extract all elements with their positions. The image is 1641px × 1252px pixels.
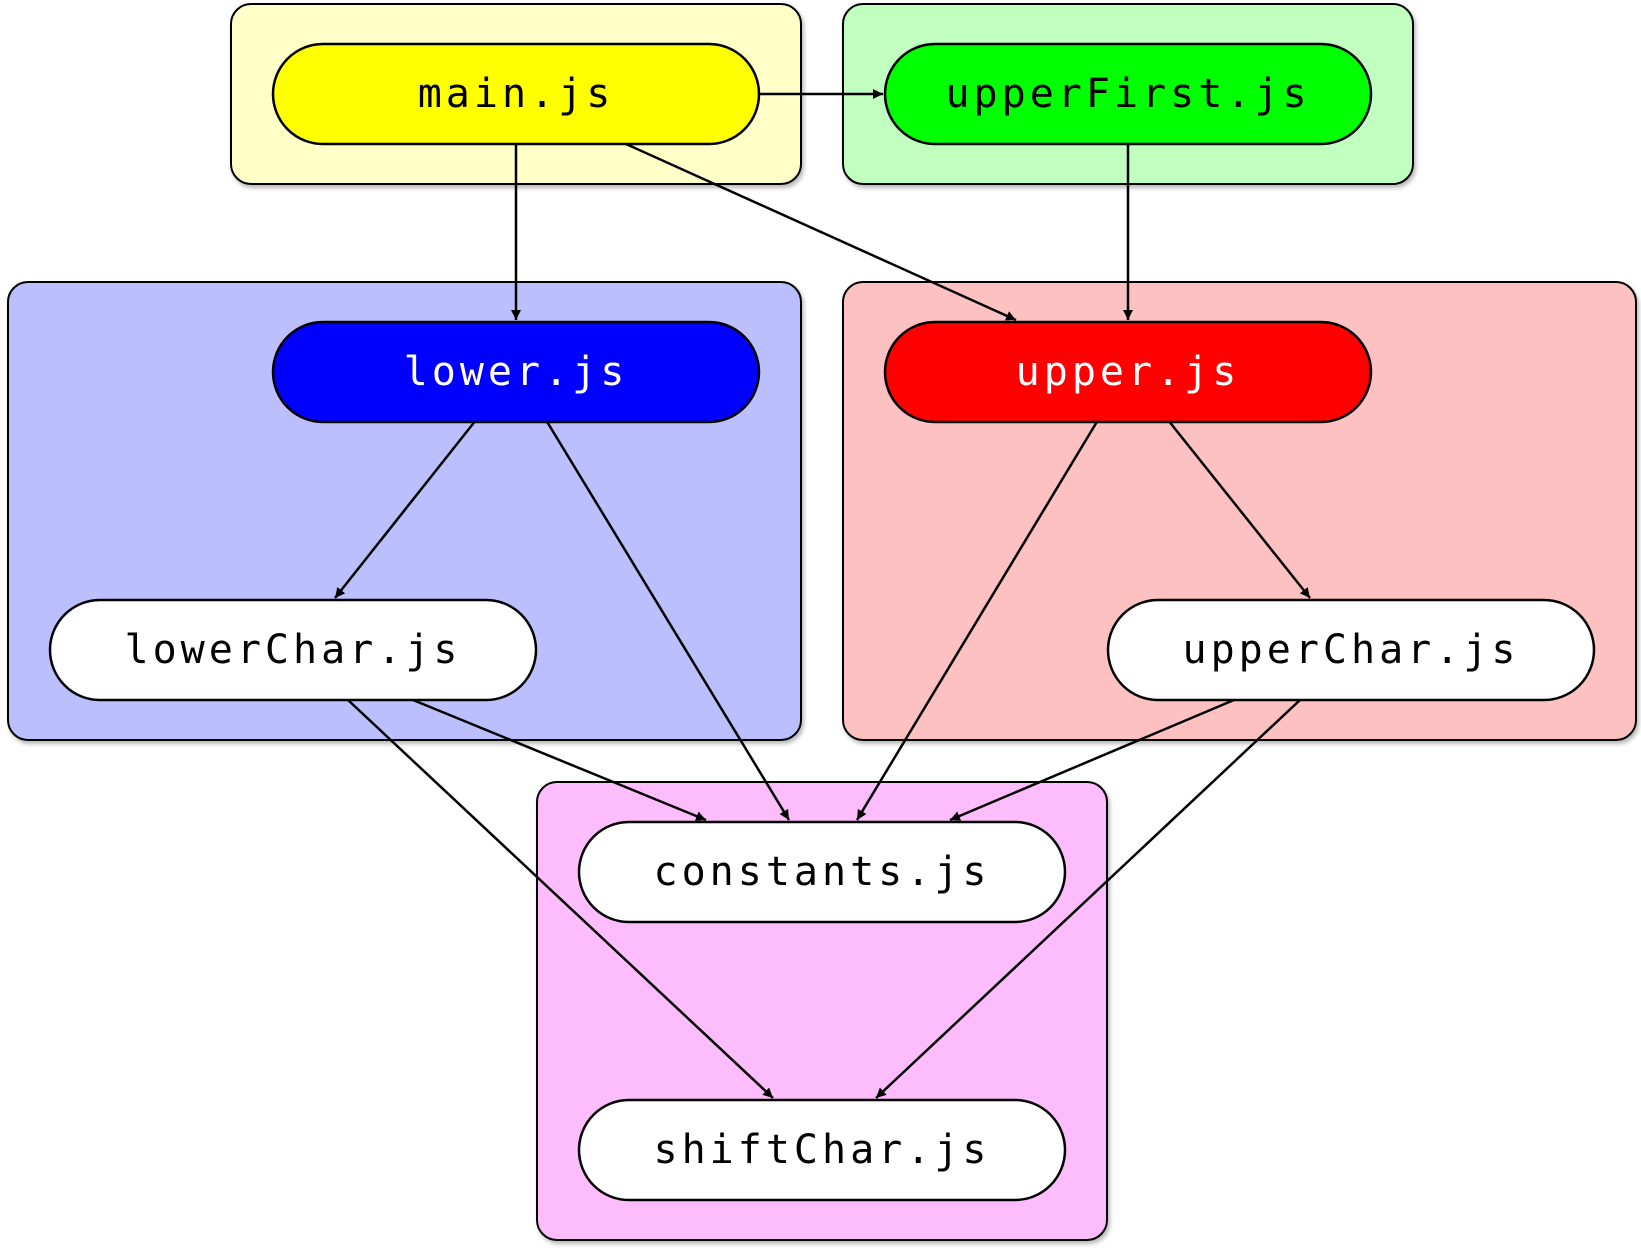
edge-upper-to-constants	[855, 419, 1100, 821]
edge-lower-to-constants	[544, 419, 791, 821]
node-constants-label: constants.js	[654, 849, 991, 895]
edge-main-to-upper	[625, 142, 1017, 322]
node-upper[interactable]: upper.js	[883, 320, 1373, 424]
node-main[interactable]: main.js	[271, 42, 761, 146]
edge-upperChar-to-shiftChar	[875, 699, 1301, 1099]
nodes: main.js upperFirst.js lower.js upper.js …	[48, 42, 1596, 1202]
node-upper-label: upper.js	[1016, 349, 1241, 395]
node-lower-char-label: lowerChar.js	[125, 627, 462, 673]
node-upper-first[interactable]: upperFirst.js	[883, 42, 1373, 146]
node-lower[interactable]: lower.js	[271, 320, 761, 424]
edge-upperChar-to-constants	[949, 698, 1235, 822]
node-main-label: main.js	[418, 71, 615, 117]
node-shift-char-label: shiftChar.js	[654, 1127, 991, 1173]
node-lower-char[interactable]: lowerChar.js	[48, 598, 538, 702]
edges	[334, 89, 1311, 1099]
edge-lowerChar-to-constants	[412, 698, 707, 822]
node-upper-char-label: upperChar.js	[1183, 627, 1520, 673]
edge-upper-to-upperChar	[1167, 419, 1311, 599]
node-lower-label: lower.js	[404, 349, 629, 395]
node-upper-first-label: upperFirst.js	[945, 71, 1310, 117]
node-constants[interactable]: constants.js	[577, 820, 1067, 924]
node-shift-char[interactable]: shiftChar.js	[577, 1098, 1067, 1202]
edge-lower-to-lowerChar	[334, 419, 477, 599]
node-upper-char[interactable]: upperChar.js	[1106, 598, 1596, 702]
edge-lowerChar-to-shiftChar	[347, 699, 774, 1099]
